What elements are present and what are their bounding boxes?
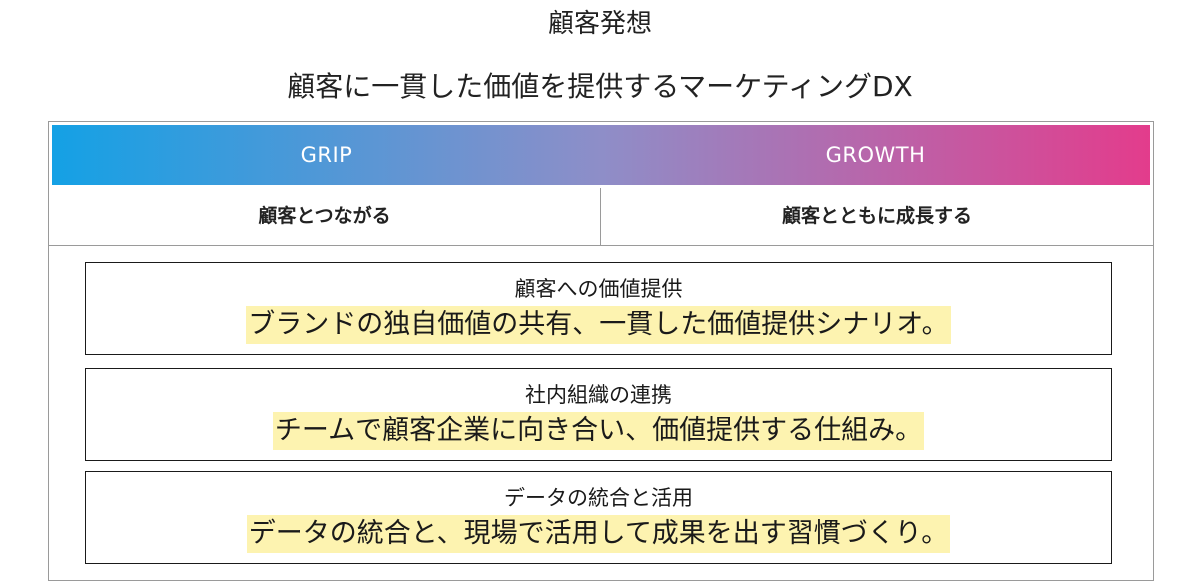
card-value-delivery: 顧客への価値提供 ブランドの独自価値の共有、一貫した価値提供シナリオ。: [85, 262, 1112, 355]
page-title: 顧客発想: [547, 9, 652, 39]
column-header-grow: 顧客とともに成長する: [781, 205, 972, 227]
gradient-header-bar: GRIP GROWTH: [52, 125, 1150, 185]
card-title: データの統合と活用: [504, 486, 693, 510]
growth-label: GROWTH: [825, 143, 926, 167]
card-description: ブランドの独自価値の共有、一貫した価値提供シナリオ。: [246, 306, 951, 344]
card-title: 社内組織の連携: [525, 383, 672, 407]
page-subtitle: 顧客に一貫した価値を提供するマーケティングDX: [287, 70, 913, 103]
card-description: チームで顧客企業に向き合い、価値提供する仕組み。: [272, 412, 925, 450]
card-org-collaboration: 社内組織の連携 チームで顧客企業に向き合い、価値提供する仕組み。: [85, 368, 1112, 461]
card-data-integration: データの統合と活用 データの統合と、現場で活用して成果を出す習慣づくり。: [85, 471, 1112, 564]
card-description: データの統合と、現場で活用して成果を出す習慣づくり。: [246, 515, 951, 553]
card-title: 顧客への価値提供: [514, 277, 683, 301]
column-header-connect: 顧客とつながる: [49, 188, 601, 245]
column-header-row: 顧客とつながる 顧客とともに成長する: [49, 188, 1153, 246]
grip-label: GRIP: [300, 143, 353, 167]
